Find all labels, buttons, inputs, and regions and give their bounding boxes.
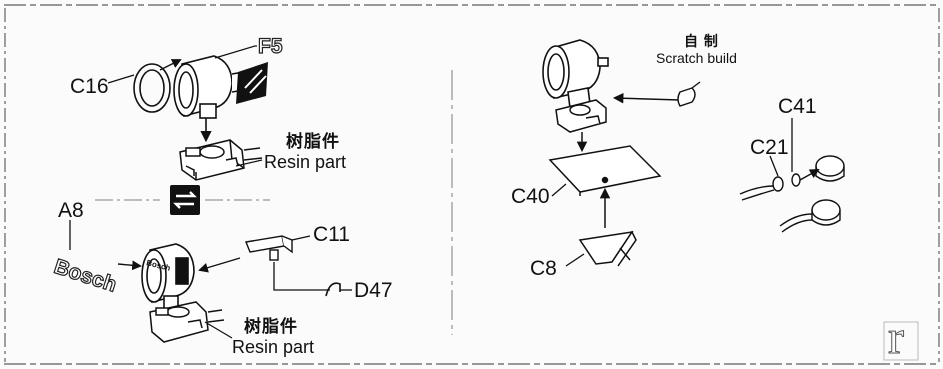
arrow-c11-to-head [198,257,241,273]
leader-c40 [551,183,567,197]
c16-ring-part [133,63,171,113]
leader-c21 [769,155,779,177]
page-border [4,4,940,365]
label-resin-cn-top: 树脂件 [286,132,340,151]
arrow-ring-to-head [159,59,182,71]
page-letter: r [888,311,905,364]
label-c16: C16 [70,75,109,98]
arrow-bosch-to-head [117,260,142,271]
label-c40: C40 [511,185,550,208]
c11-bracket-part [245,235,293,261]
page-letter-frame [883,321,919,361]
leader-resin-top [235,159,263,167]
resin-base-part-bottom [149,301,225,343]
label-a8: A8 [58,199,84,222]
label-c21: C21 [750,136,789,159]
resin-base-part-right [555,99,607,133]
arrow-scratch-to-head [612,93,681,104]
label-scratch-cn: 自 制 [684,33,719,49]
leader-resin-bottom [204,321,233,339]
gauge-head-top [173,55,245,119]
leader-c11 [291,235,311,241]
leader-f5 [214,45,257,59]
d47-wire-part [325,282,341,297]
c40-plate-part [548,145,662,196]
label-d47: D47 [354,279,393,302]
arrow-c41 [799,169,820,181]
leader-c16 [107,74,135,84]
gauge-head-right [542,39,609,109]
d47-wire-leader [273,262,330,291]
resin-base-part-top [179,139,263,181]
label-f5: F5 [257,35,283,58]
label-scratch-en: Scratch build [656,50,737,66]
leader-c8 [565,253,585,267]
scratch-build-rod [677,81,701,107]
c21-c41-fittings [739,155,845,233]
c8-bracket-part [578,230,637,267]
label-c8: C8 [530,257,557,280]
label-resin-cn-bottom: 树脂件 [244,317,298,336]
label-resin-en-bottom: Resin part [232,337,315,357]
gauge-head-bottom [141,243,195,311]
label-c41: C41 [778,95,817,118]
label-resin-en-top: Resin part [264,152,347,172]
swap-icon [170,185,200,215]
label-c11: C11 [313,223,350,246]
black-sticker-decal [236,62,268,104]
